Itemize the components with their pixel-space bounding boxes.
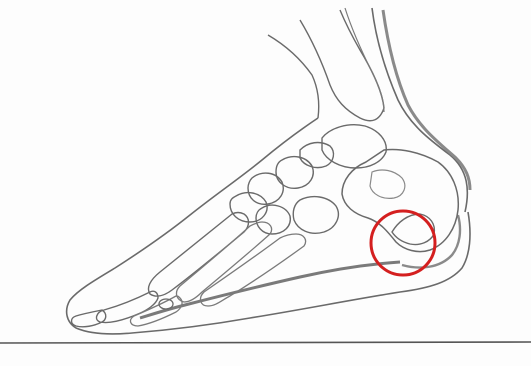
tibia-bone	[300, 10, 384, 121]
metatarsal-2	[177, 222, 272, 302]
cuboid-bone	[293, 197, 338, 234]
cuneiform-2	[230, 193, 267, 222]
ground-line	[0, 342, 531, 343]
fibula-bone	[345, 8, 384, 112]
phalanx-distal	[72, 310, 106, 327]
cuneiform-3	[256, 205, 290, 234]
tibia-outline	[268, 35, 319, 118]
navicular-bone	[276, 157, 313, 189]
cuneiform-1	[248, 173, 283, 204]
calcaneus-inner	[370, 170, 405, 198]
calcaneus-bone	[342, 150, 458, 252]
metatarsal-1	[148, 213, 248, 297]
metatarsal-3	[201, 234, 306, 306]
heel-spur	[392, 214, 434, 245]
talus-head	[300, 143, 333, 168]
